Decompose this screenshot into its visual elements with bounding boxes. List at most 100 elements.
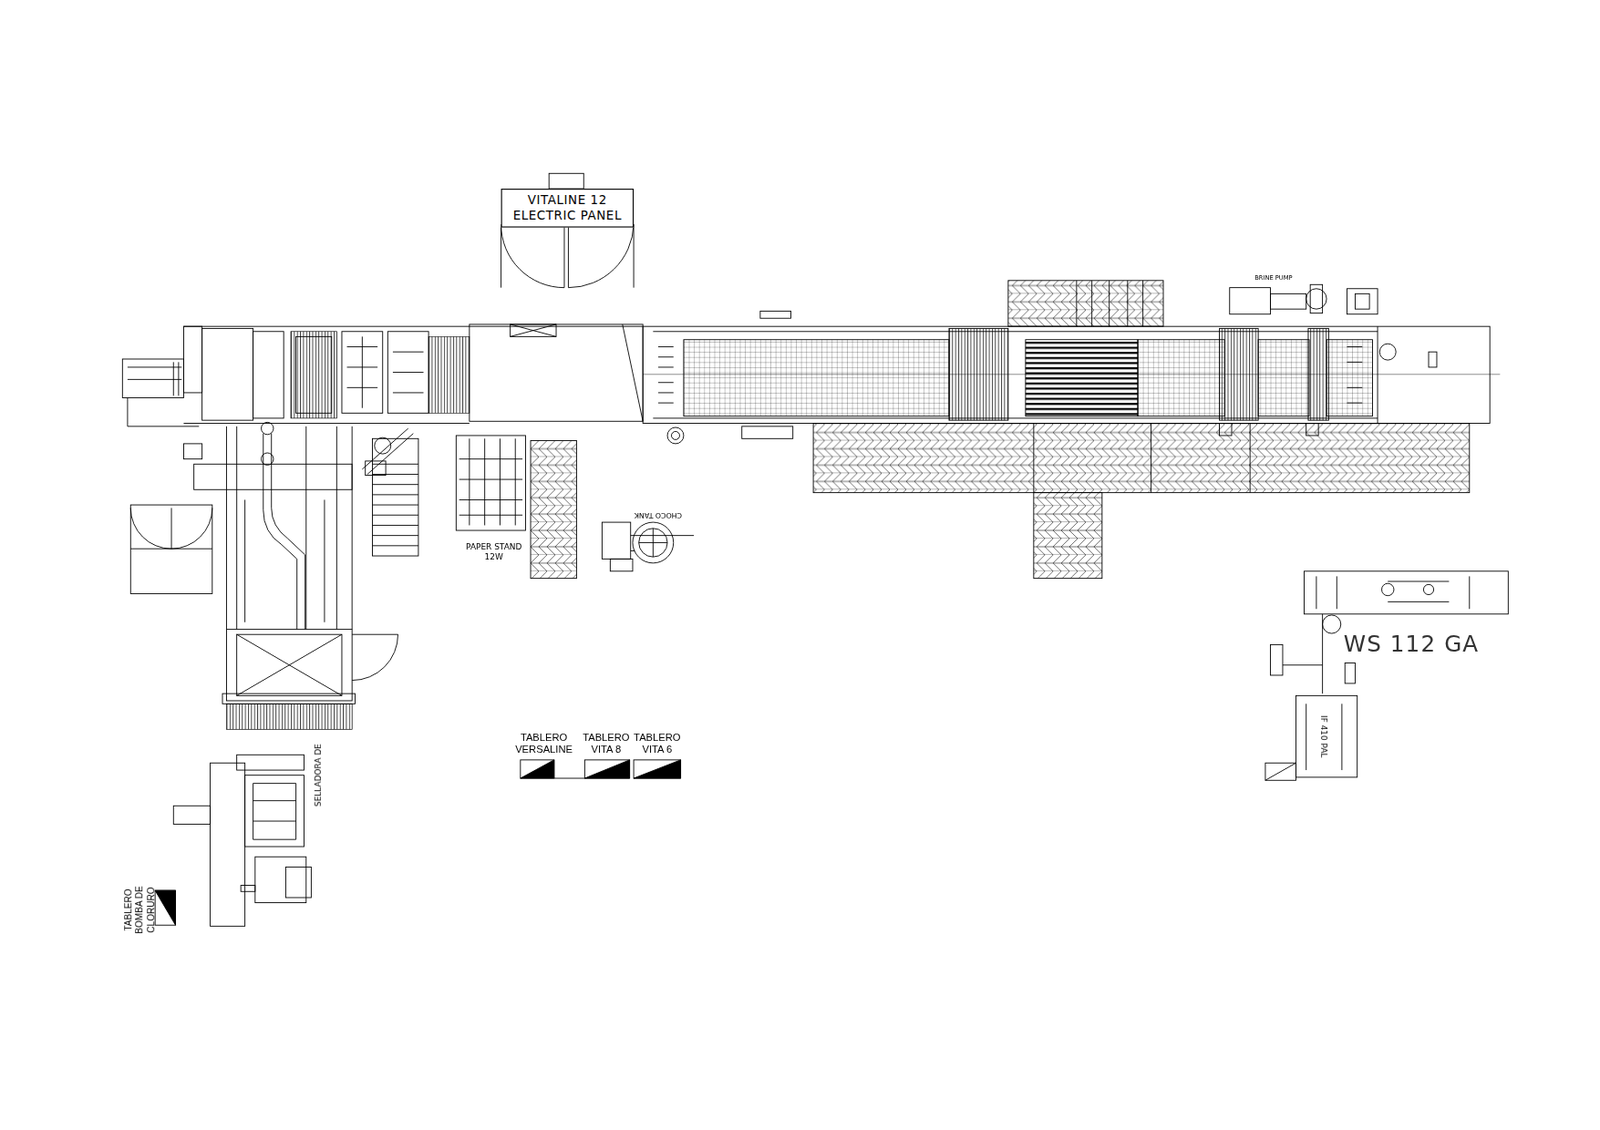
enrober-section	[510, 324, 557, 337]
electric-panel-doors	[501, 224, 565, 288]
enrober-section	[253, 331, 285, 419]
enrober-section	[127, 361, 182, 396]
brine-pump	[1310, 284, 1322, 313]
part-label: TABLERO VITA 6	[632, 732, 682, 757]
vertical-conveyor	[271, 433, 306, 630]
choco-tank	[630, 536, 694, 552]
part-label: IF 410 PAL	[1318, 715, 1329, 759]
cooling-tunnel	[652, 330, 1378, 332]
ws-unit	[1306, 703, 1342, 771]
packing-section	[240, 886, 256, 893]
door-box	[130, 505, 213, 594]
enrober-section	[510, 324, 557, 337]
ws-unit	[1265, 763, 1297, 781]
door-box	[171, 507, 213, 549]
electric-panel-doors	[567, 224, 569, 288]
packing-section	[253, 784, 297, 841]
cooling-tunnel	[642, 310, 1500, 444]
enrober-section	[296, 336, 332, 413]
cooling-tunnel	[1258, 340, 1310, 417]
hatched-floor	[1032, 423, 1034, 494]
cooling-tunnel	[1219, 423, 1232, 436]
panel-symbol	[584, 760, 630, 779]
electric-panel-doors	[501, 173, 635, 288]
vertical-conveyor	[194, 426, 352, 630]
enrober-section	[347, 336, 379, 408]
part-label: BRINE PUMP	[1254, 273, 1292, 281]
cooling-tunnel	[742, 426, 794, 439]
choco-tank	[639, 528, 668, 558]
paper-stand	[455, 435, 526, 531]
panel-symbol	[633, 760, 681, 779]
panel-symbol	[520, 760, 555, 779]
electric-panel-doors	[567, 224, 634, 288]
packing-section	[285, 867, 311, 899]
hatched-floor	[1108, 280, 1110, 327]
cooling-tunnel	[667, 427, 684, 444]
packing-section	[173, 629, 398, 928]
enrober-section	[290, 331, 337, 419]
ws-unit	[1282, 664, 1323, 666]
packing-section	[255, 856, 307, 903]
cooling-tunnel	[1377, 326, 1379, 424]
door-box	[171, 507, 173, 549]
electric-panel-doors	[563, 224, 565, 288]
part-label: TABLERO VERSALINE	[514, 732, 574, 757]
enrober-section	[622, 324, 643, 422]
door-box	[130, 507, 172, 549]
panel-symbol	[154, 760, 681, 926]
part-label: WS 112 GA	[1343, 631, 1480, 660]
hatched-floor	[1142, 280, 1144, 327]
cooling-tunnel	[1326, 340, 1373, 417]
enrober-section	[341, 331, 383, 414]
ws-unit	[1423, 584, 1434, 595]
packing-section	[237, 754, 305, 771]
ws-unit	[1265, 763, 1297, 781]
packing-section	[245, 775, 305, 847]
enrober-section	[387, 331, 429, 414]
cooling-tunnel	[670, 431, 680, 440]
ws-unit	[1382, 583, 1394, 596]
packing-section	[351, 634, 398, 681]
enrober-section	[183, 326, 202, 393]
panel-symbol	[154, 890, 176, 926]
enrober-section	[183, 443, 202, 460]
cooling-tunnel	[760, 310, 792, 319]
cooling-tunnel	[652, 417, 1378, 419]
panel-symbol	[154, 890, 176, 926]
ws-unit	[1265, 571, 1508, 781]
hatched-floor	[1126, 280, 1128, 327]
packing-section	[237, 634, 342, 696]
brine-pump	[1270, 293, 1307, 310]
choco-tank	[632, 522, 674, 564]
ws-unit	[1322, 615, 1342, 634]
cooling-tunnel	[1025, 340, 1138, 417]
ws-unit	[1344, 663, 1355, 684]
enrober-section	[261, 422, 274, 434]
enrober-section	[202, 328, 254, 421]
cooling-tunnel	[949, 328, 1009, 421]
stair-and-arm	[361, 428, 413, 475]
packing-section	[226, 703, 352, 730]
hatched-floor	[1008, 280, 1164, 327]
door-box	[130, 505, 213, 594]
choco-tank	[601, 522, 694, 572]
choco-tank	[601, 522, 630, 559]
cooling-tunnel	[1308, 328, 1329, 421]
hatched-floor	[1033, 493, 1103, 579]
hatched-floor	[1091, 280, 1093, 327]
panel-label: VITALINE 12 ELECTRIC PANEL	[502, 193, 633, 225]
cooling-tunnel	[1346, 347, 1363, 404]
hatched-floor	[1150, 423, 1152, 494]
hatched-floor	[1075, 280, 1077, 327]
cooling-tunnel	[1379, 343, 1396, 361]
packing-section	[226, 629, 352, 702]
brine-pump	[1229, 288, 1271, 315]
brine-pump	[1354, 293, 1370, 310]
brine-pump	[1306, 289, 1327, 310]
packing-section	[210, 763, 246, 927]
cooling-tunnel	[1306, 423, 1319, 436]
enrober-section	[428, 336, 470, 413]
stair-and-arm	[361, 428, 419, 557]
